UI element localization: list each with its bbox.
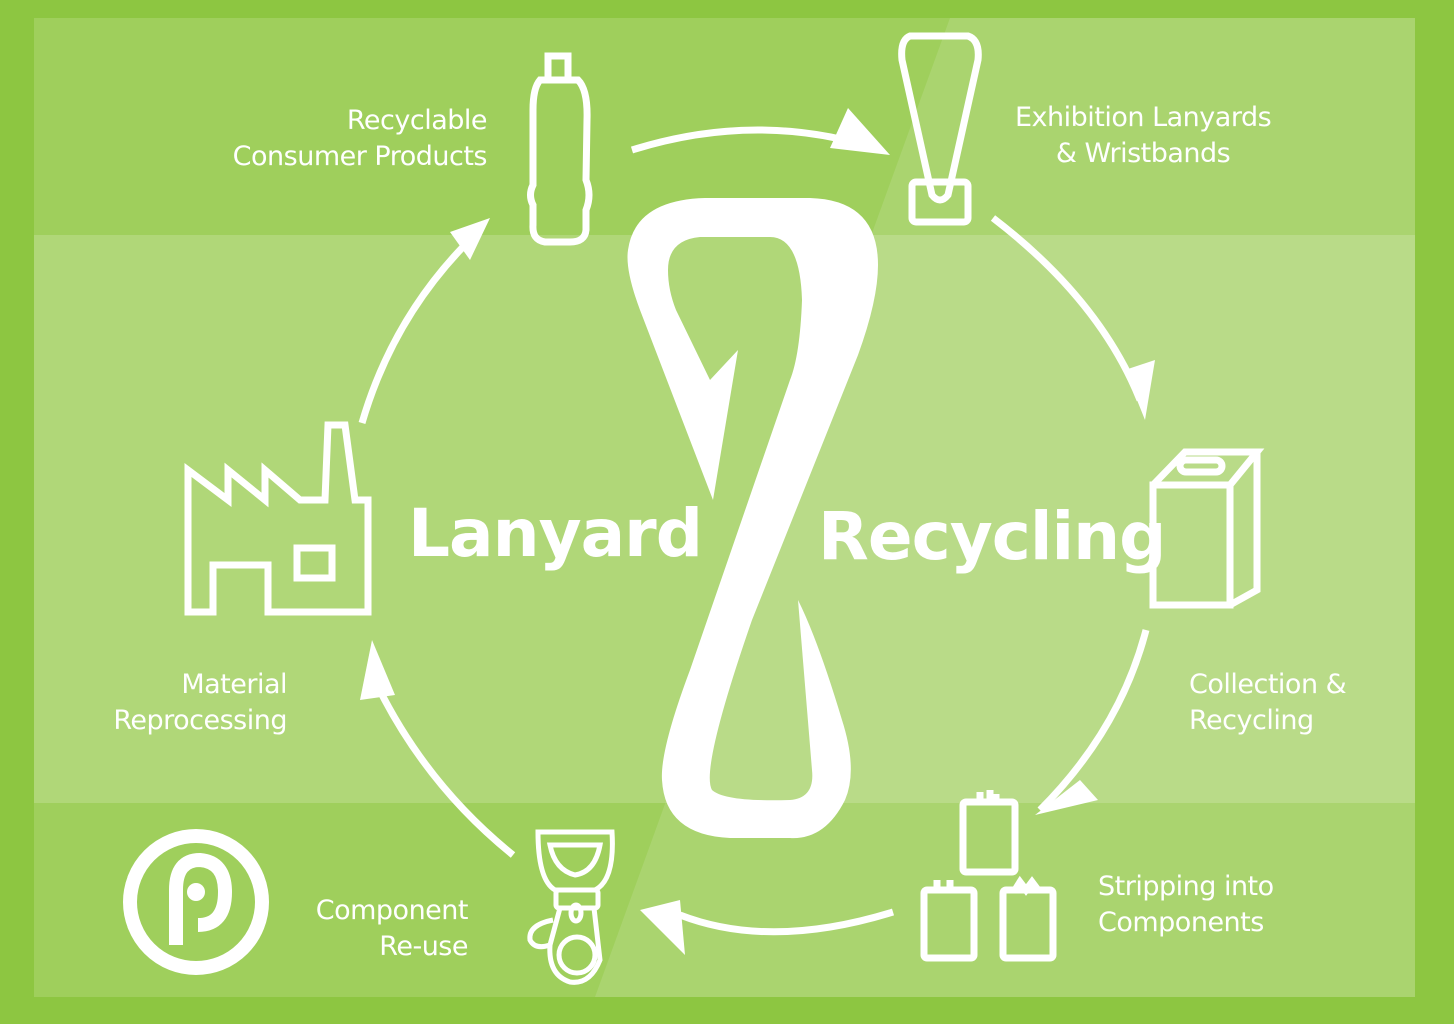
- step-label-exhibition-lanyards: Exhibition Lanyards & Wristbands: [1015, 100, 1272, 172]
- step-label-recyclable-products: Recyclable Consumer Products: [232, 103, 488, 175]
- label-line: Material: [181, 669, 287, 700]
- arrowhead-3: [1035, 780, 1098, 815]
- label-line: Collection &: [1189, 669, 1347, 700]
- step-label-stripping: Stripping into Components: [1098, 869, 1274, 941]
- label-line: Exhibition Lanyards: [1015, 102, 1272, 133]
- arrow-5: [366, 668, 516, 858]
- label-line: Component: [315, 895, 469, 926]
- label-line: Recyclable: [346, 105, 488, 136]
- arrowhead-2: [1125, 360, 1155, 420]
- step-label-collection: Collection & Recycling: [1189, 667, 1347, 739]
- arrowhead-5: [360, 640, 395, 700]
- step-label-material-reprocessing: Material Reprocessing: [113, 667, 287, 739]
- title-recycling: Recycling: [818, 498, 1166, 575]
- label-line: Reprocessing: [113, 705, 287, 736]
- step-label-component-reuse: Component Re-use: [315, 893, 469, 965]
- label-line: Recycling: [1189, 705, 1314, 736]
- arrowhead-1: [830, 108, 890, 155]
- label-line: Consumer Products: [232, 141, 488, 172]
- arrowhead-4: [640, 900, 685, 955]
- label-line: Re-use: [379, 931, 468, 962]
- title-lanyard: Lanyard: [408, 495, 703, 572]
- loop-arrow-icon: [627, 198, 878, 839]
- recycling-bin-icon: [1149, 448, 1265, 609]
- bottle-icon: [527, 52, 593, 246]
- arrow-6: [358, 227, 483, 424]
- lanyard-icon: [898, 32, 982, 226]
- label-line: Components: [1098, 907, 1264, 938]
- middle-band: [34, 235, 1415, 803]
- diagonal-highlight: [595, 18, 1415, 997]
- arrow-4: [678, 908, 895, 936]
- label-line: & Wristbands: [1055, 138, 1231, 169]
- arrowhead-6: [450, 218, 490, 260]
- arrow-3: [1037, 629, 1150, 813]
- company-logo: [123, 829, 269, 975]
- label-line: Stripping into: [1098, 871, 1274, 902]
- lanyard-clip-icon: [527, 829, 615, 985]
- factory-icon: [184, 421, 372, 616]
- components-icon: [920, 790, 1057, 962]
